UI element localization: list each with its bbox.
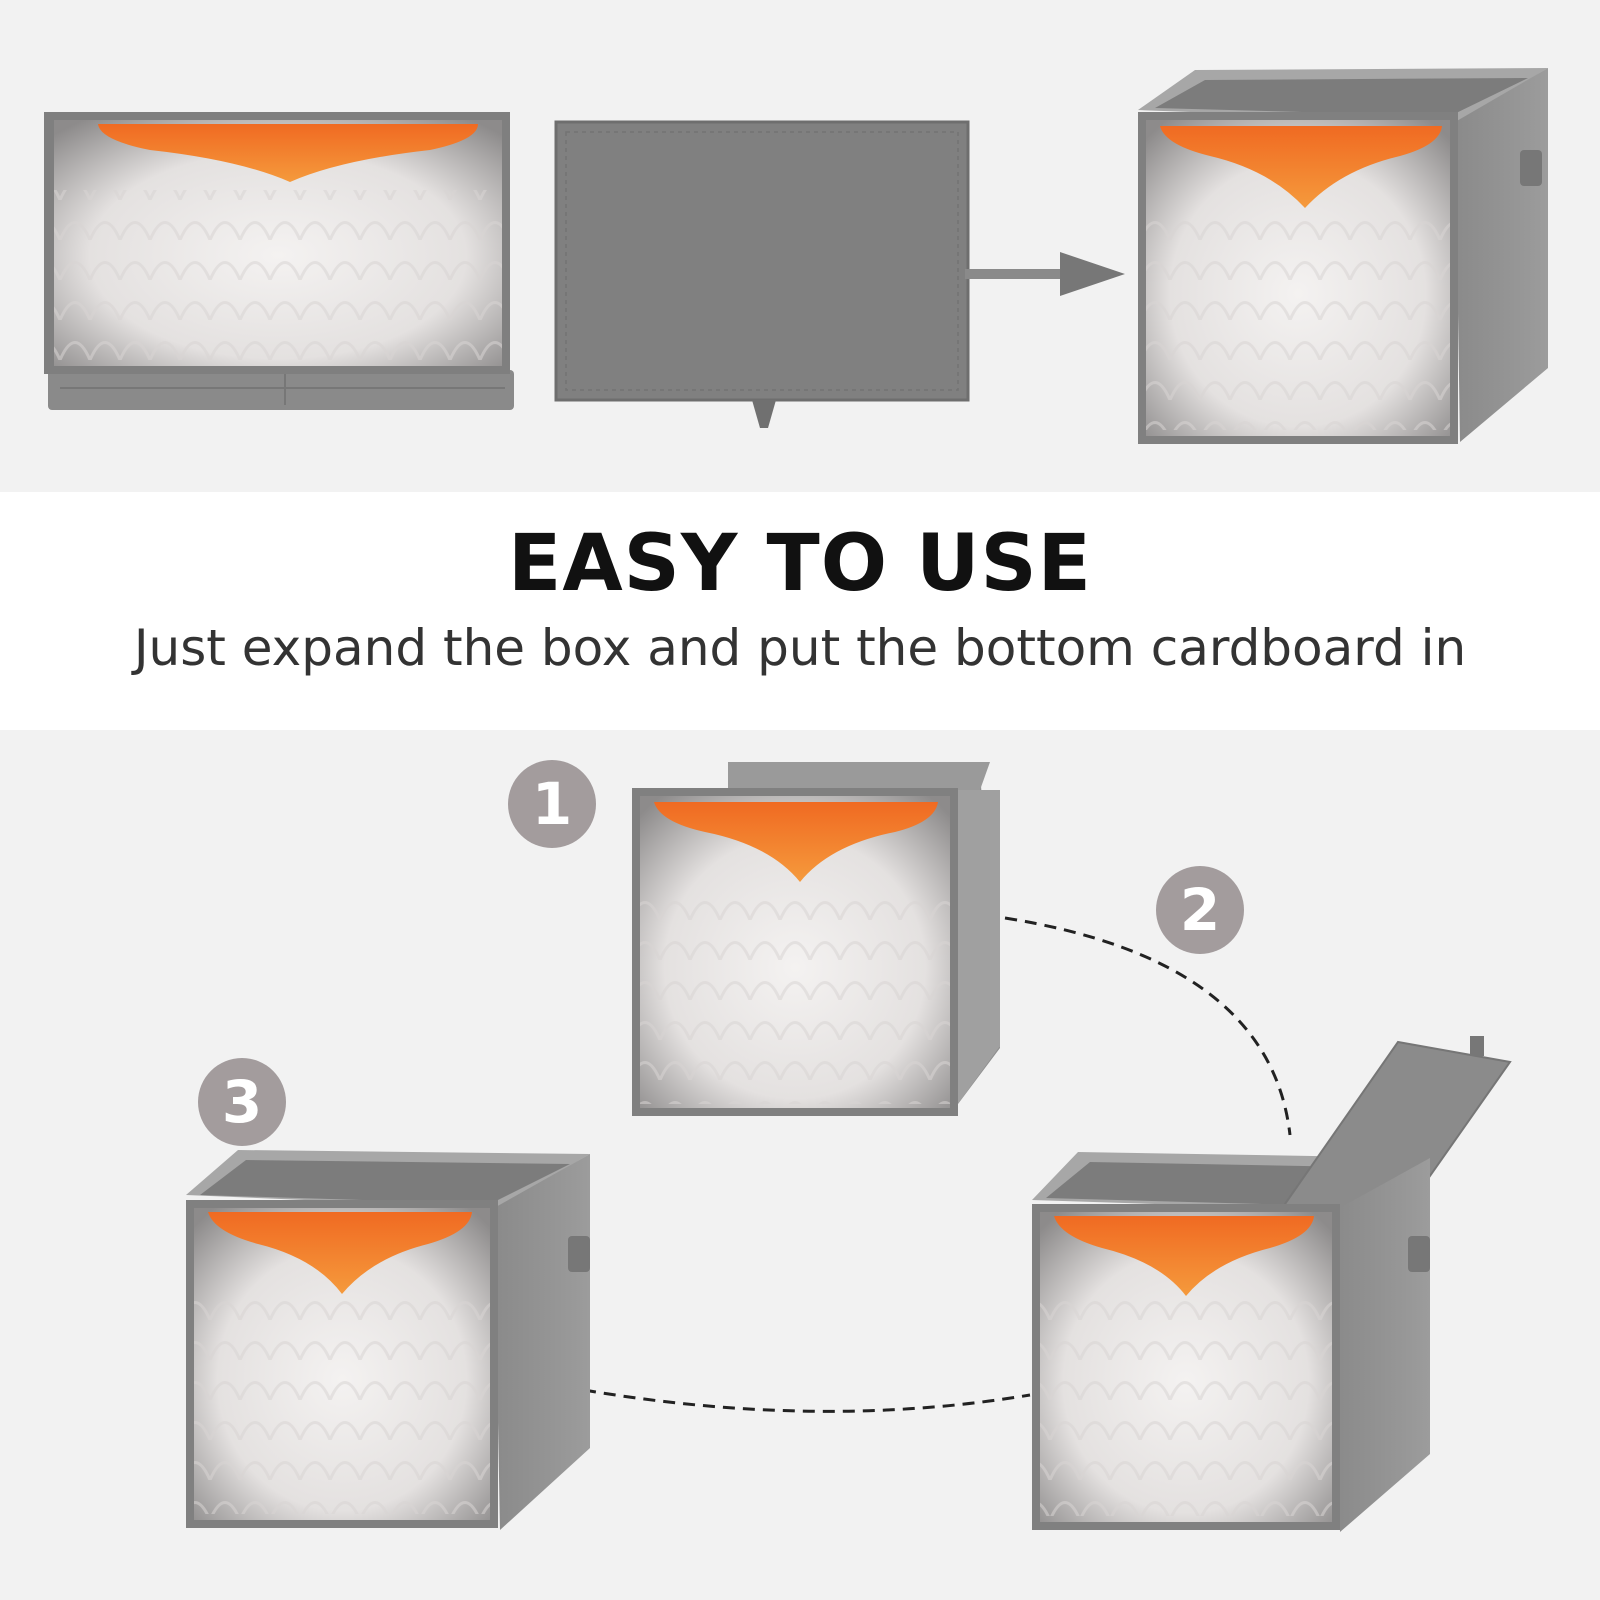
step1-box [632,762,1000,1116]
step3-box [186,1150,590,1530]
page-subtitle: Just expand the box and put the bottom c… [133,619,1467,677]
page-title: EASY TO USE [508,519,1092,609]
folded-box [44,112,514,410]
title-panel [0,492,1600,730]
dashed-curve [583,916,1292,1413]
assembled-box [1138,68,1548,444]
step-2-badge: 2 [1156,866,1244,954]
step2-box [1032,1036,1512,1532]
cardboard-board [554,120,970,428]
right-arrow-icon [965,252,1125,296]
step-3-badge: 3 [198,1058,286,1146]
step-1-badge: 1 [508,760,596,848]
